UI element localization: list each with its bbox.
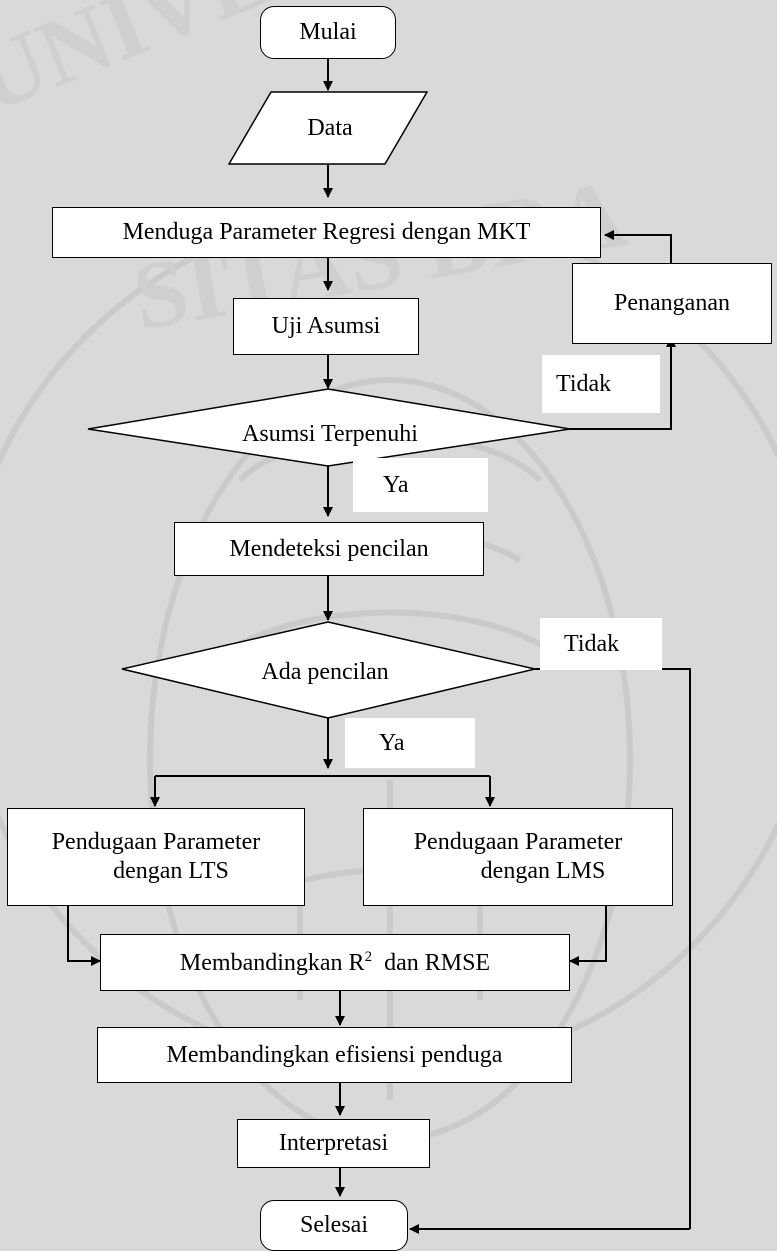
interpretation-box: Interpretasi: [237, 1119, 430, 1168]
compare-efficiency-box: Membandingkan efisiensi penduga: [97, 1027, 572, 1083]
lms-estimation-box: Pendugaan Parameter dengan LMS: [363, 808, 673, 906]
assumption-met-label: Asumsi Terpenuhi: [242, 420, 418, 447]
interpretation-label: Interpretasi: [278, 1130, 389, 1157]
detect-outliers-box: Mendeteksi pencilan: [174, 522, 484, 576]
yes-label-assumption: Ya: [353, 458, 488, 512]
no-label-outliers: Tidak: [540, 618, 662, 670]
end-label: Selesai: [300, 1212, 368, 1239]
estimate-ols-label: Menduga Parameter Regresi dengan MKT: [122, 219, 531, 246]
start-terminal: Mulai: [260, 6, 396, 59]
lts-line1: Pendugaan Parameter: [51, 829, 261, 856]
lts-line2: dengan LTS: [113, 858, 229, 884]
compare-r2-rmse-box: Membandingkan R2 dan RMSE: [100, 934, 570, 991]
lts-estimation-box: Pendugaan Parameter dengan LTS: [7, 808, 305, 906]
estimate-ols-box: Menduga Parameter Regresi dengan MKT: [52, 207, 601, 258]
handling-label: Penanganan: [614, 290, 730, 317]
compare-efficiency-label: Membandingkan efisiensi penduga: [166, 1041, 503, 1068]
lms-line1: Pendugaan Parameter: [413, 829, 623, 856]
has-outliers-label: Ada pencilan: [261, 658, 389, 685]
assumption-decision-text: Asumsi Terpenuhi: [170, 414, 490, 454]
assumption-test-box: Uji Asumsi: [233, 298, 419, 355]
data-node: Data: [250, 102, 410, 154]
compare-r2-rmse-label: Membandingkan R2 dan RMSE: [179, 948, 491, 976]
outlier-diamond: [121, 621, 536, 719]
assumption-diamond: [87, 388, 571, 467]
end-terminal: Selesai: [260, 1200, 408, 1251]
data-label: Data: [307, 114, 353, 141]
no-label-assumption: Tidak: [542, 355, 660, 413]
lms-line2: dengan LMS: [480, 858, 606, 884]
start-label: Mulai: [299, 19, 357, 46]
detect-outliers-label: Mendeteksi pencilan: [229, 535, 429, 562]
outlier-decision-text: Ada pencilan: [200, 652, 450, 692]
assumption-test-label: Uji Asumsi: [271, 313, 381, 340]
handling-box: Penanganan: [572, 263, 772, 344]
data-parallelogram: [227, 91, 429, 165]
yes-label-outliers: Ya: [345, 718, 475, 768]
